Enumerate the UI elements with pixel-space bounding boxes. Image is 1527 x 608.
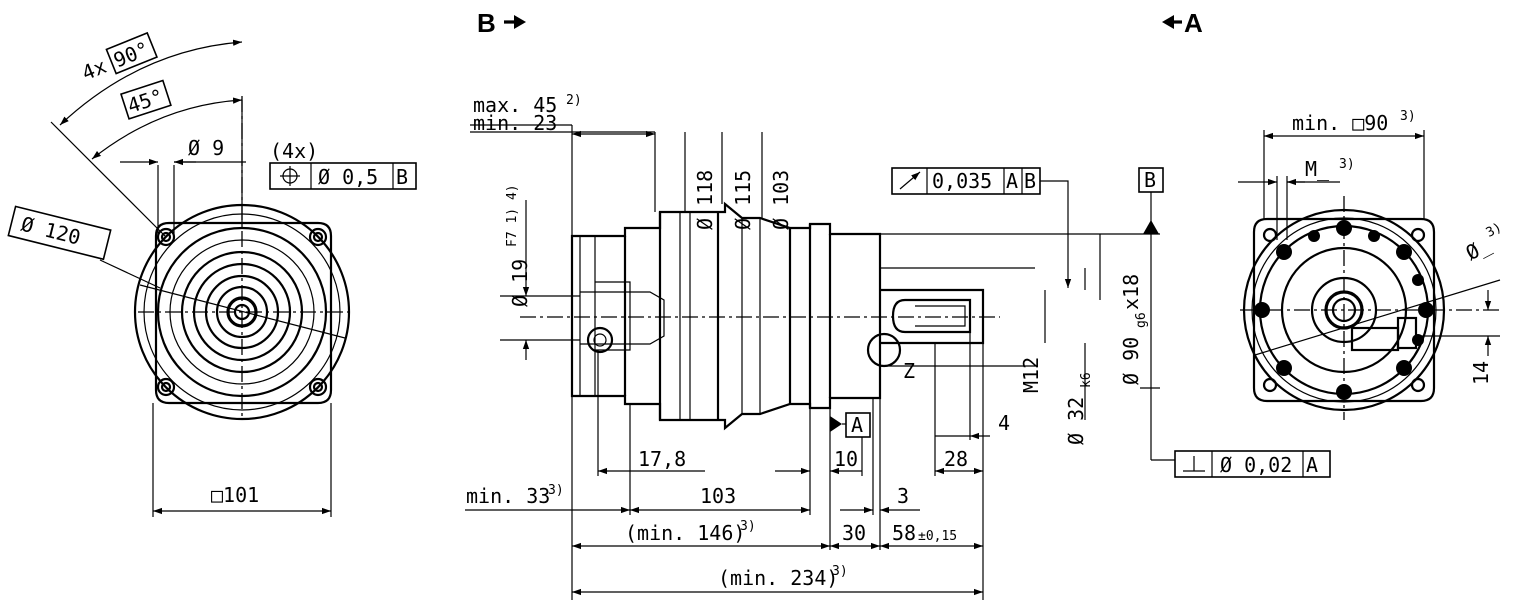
dim-min33-note: 3) — [548, 483, 564, 498]
detail-z-text: Z — [903, 359, 915, 383]
perp-tol-text: Ø 0,02 — [1220, 453, 1292, 477]
output-flange-square — [1252, 217, 1436, 403]
dim-58-tol: ±0,15 — [918, 529, 957, 544]
gearbox-body-outline — [570, 201, 882, 431]
left-flange-view: 4x 90° 45° Ø 9 (4x) Ø 0,5 B Ø 120 □101 — [7, 31, 417, 517]
dia-115-text: Ø 115 — [731, 170, 755, 230]
view-b-text: B — [477, 8, 496, 38]
angle-count-text: 4x — [78, 54, 109, 85]
dim-min33-text: min. 33 — [466, 484, 550, 508]
flange-square-text: □101 — [211, 483, 259, 507]
position-datum-text: B — [396, 165, 408, 189]
right-output-view: min. □90 3) M_ 3) Ø_ 3) 14 — [1238, 109, 1505, 420]
pilot-fit-text: g6 — [1134, 312, 1149, 328]
dim-min146-text: (min. 146) — [625, 521, 745, 545]
pcd-note: 3) — [1484, 220, 1505, 241]
flange-square-outline — [154, 221, 333, 405]
datum-b-text: B — [1144, 168, 1156, 192]
dia-103-text: Ø 103 — [769, 170, 793, 230]
thread-text: M12 — [1019, 357, 1043, 393]
angle-45-text: 45° — [124, 84, 166, 118]
min-square-text: min. □90 — [1292, 111, 1388, 135]
thread-m-note: 3) — [1339, 157, 1355, 172]
view-a-text: A — [1184, 8, 1203, 38]
max-len-text: max. 45 — [473, 93, 557, 117]
dim-10-text: 10 — [834, 447, 858, 471]
pilot-dia-text: Ø 90 — [1119, 337, 1143, 385]
dia-118-text: Ø 118 — [693, 170, 717, 230]
hole-dia-text: Ø 9 — [188, 136, 224, 160]
max-len-note: 2) — [566, 93, 582, 108]
dim-14-text: 14 — [1469, 361, 1493, 385]
view-label-a: A — [1162, 8, 1203, 38]
dim-min146-note: 3) — [740, 519, 756, 534]
shaft-dia-text: Ø 32 — [1064, 397, 1088, 445]
view-label-b: B — [477, 8, 526, 38]
mounting-holes — [156, 227, 328, 397]
runout-datum-a-text: A — [1006, 169, 1018, 193]
perp-datum-text: A — [1306, 453, 1318, 477]
position-tol-text: Ø 0,5 — [318, 165, 378, 189]
dim-min234-note: 3) — [832, 564, 848, 579]
dim-103-text: 103 — [700, 484, 736, 508]
dim-30-text: 30 — [842, 521, 866, 545]
dim-28-text: 28 — [944, 447, 968, 471]
dim-17-8-text: 17,8 — [638, 447, 686, 471]
min-len-text: min. 23 — [473, 111, 557, 135]
perpendicularity-frame: Ø 0,02 A — [1151, 450, 1331, 478]
dim-58-text: 58 — [892, 521, 916, 545]
bore-fit-text: F7 1) 4) — [505, 184, 520, 247]
thread-m-text: M_ — [1305, 157, 1330, 181]
side-view: Z max. 45 2) min. 23 Ø 19 F7 1) 4) Ø 118… — [465, 93, 1331, 600]
shaft-fit-text: k6 — [1079, 372, 1094, 388]
runout-tol-text: 0,035 — [932, 169, 992, 193]
dim-3-text: 3 — [897, 484, 909, 508]
dim-min234-text: (min. 234) — [718, 566, 838, 590]
datum-a-text: A — [851, 413, 863, 437]
bore-dia-text: Ø 19 — [508, 259, 532, 307]
position-tolerance-frame: Ø 0,5 B — [269, 162, 417, 190]
hole-count-text: (4x) — [270, 139, 318, 163]
runout-tolerance-frame: 0,035 A B — [891, 167, 1072, 288]
pilot-depth-text: x18 — [1119, 274, 1143, 310]
runout-datum-b-text: B — [1024, 169, 1036, 193]
dim-4-text: 4 — [998, 411, 1010, 435]
min-square-note: 3) — [1400, 109, 1416, 124]
